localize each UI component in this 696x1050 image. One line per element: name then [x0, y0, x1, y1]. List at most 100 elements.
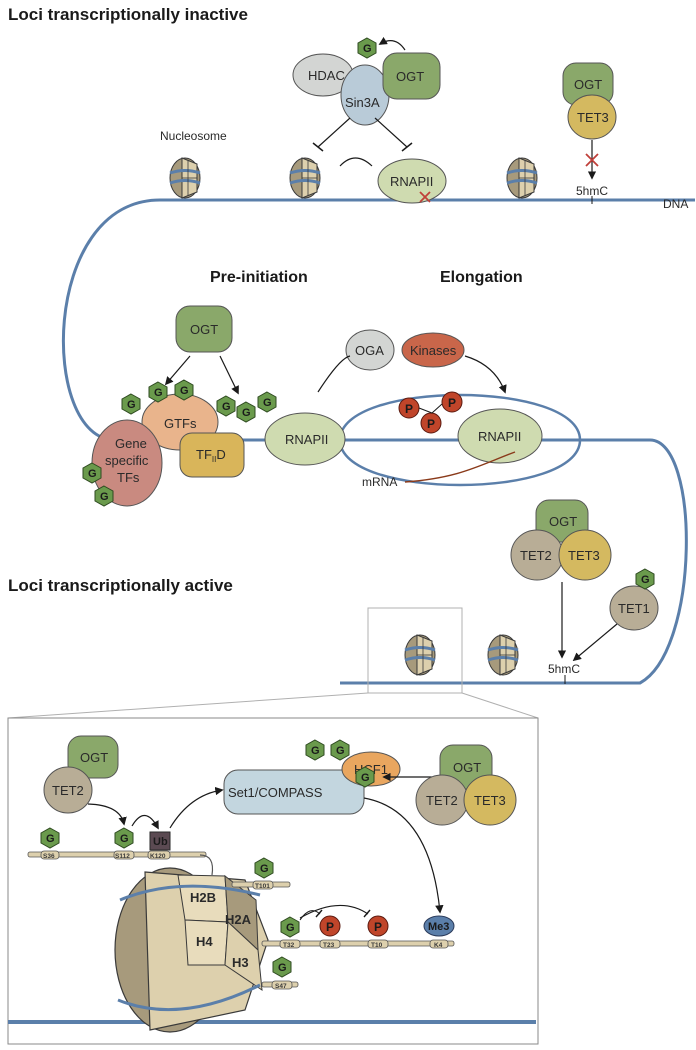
s47-site	[271, 980, 293, 990]
glcnac-sin3a	[357, 37, 377, 59]
inhibit-t23-bar	[315, 909, 323, 918]
inhibit-line-right	[374, 117, 408, 148]
rnapii-preinit-label: RNAPII	[285, 432, 328, 447]
glcnac-s36-label: G	[46, 833, 55, 845]
svg-text:K120: K120	[150, 853, 166, 860]
svg-text:G: G	[180, 385, 189, 397]
glcnac-s36	[40, 827, 60, 849]
methyl-k4	[423, 915, 455, 937]
dna-label: DNA	[663, 197, 688, 211]
glcnac-group-hcf1: G G G	[305, 739, 375, 788]
svg-text:G: G	[222, 401, 231, 413]
hmc-bottom-label: 5hmC	[548, 662, 580, 676]
svg-text:T32: T32	[283, 942, 295, 949]
inhibit-t10-bar	[363, 909, 371, 918]
glcnac-sin3a-label: G	[363, 43, 372, 55]
rnapii-tail-top	[339, 157, 373, 167]
svg-text:T23: T23	[323, 942, 335, 949]
inhibit-t10	[299, 904, 369, 919]
phospho-t10-label: P	[374, 920, 382, 934]
phospho-t10	[367, 915, 389, 937]
glcnac-t32	[280, 916, 300, 938]
header-inactive: Loci transcriptionally inactive	[8, 5, 248, 24]
inhibit-bar-right	[401, 142, 413, 152]
header-active: Loci transcriptionally active	[8, 576, 233, 595]
glcnac-s47	[272, 956, 292, 978]
dna-bubble	[338, 393, 582, 487]
h2b-label: H2B	[190, 890, 216, 905]
h2a-label: H2A	[225, 912, 252, 927]
nucleosome-label: Nucleosome	[160, 129, 227, 143]
svg-text:G: G	[127, 399, 136, 411]
nucleosome-active-2	[486, 633, 520, 677]
rnapii-elong-label: RNAPII	[478, 429, 521, 444]
rnapii-elong	[457, 408, 543, 464]
rnapii-preinit	[264, 412, 346, 466]
sin3a-label: Sin3A	[345, 95, 380, 110]
ogt-label-active: OGT	[549, 514, 577, 529]
tet3-shape-top	[567, 94, 617, 140]
tet3-label-top: TET3	[577, 110, 609, 125]
tet3-label-active: TET3	[568, 548, 600, 563]
tet2-label-active: TET2	[520, 548, 552, 563]
svg-text:G: G	[336, 745, 345, 757]
phospho-group-elong: P P P	[398, 391, 463, 434]
tfiid-shape	[179, 432, 245, 478]
tet3-label-zoom-right: TET3	[474, 793, 506, 808]
zoom-line-left	[7, 692, 369, 719]
inhibit-line-left	[317, 117, 351, 148]
oga-arrow-left	[317, 355, 351, 393]
tet1-shape	[609, 585, 659, 631]
header-preinitiation: Pre-initiation	[210, 269, 308, 286]
svg-text:G: G	[242, 407, 251, 419]
tet2-shape-zoom-left	[43, 766, 93, 814]
ogt-shape-zoom-left	[67, 735, 119, 779]
glcnac-tet1	[635, 568, 655, 590]
h4-label: H4	[196, 934, 213, 949]
gtfs-label: GTFs	[164, 416, 197, 431]
tet2-to-s112-arrow	[87, 803, 127, 826]
set1-to-k4-arrow	[363, 797, 444, 914]
glcnac-t32-label: G	[286, 922, 295, 934]
ogt-label-preinit: OGT	[190, 322, 218, 337]
zoom-line-right	[461, 692, 539, 719]
kinases-arrow	[464, 355, 507, 394]
h2b-tail-connector	[199, 854, 214, 876]
gene-tfs-label-3: TFs	[117, 470, 140, 485]
tet1-arrow	[572, 623, 618, 662]
ogt-to-sin3a-arrow	[378, 36, 406, 51]
svg-text:P: P	[427, 417, 435, 431]
block-cross-tet3	[585, 153, 599, 167]
dna-strand-middle	[170, 438, 688, 685]
svg-text:G: G	[311, 745, 320, 757]
svg-text:S112: S112	[115, 853, 130, 860]
mrna-label: mRNA	[362, 475, 397, 489]
tfiid-label: TFIID	[196, 447, 226, 464]
s47-label: S47	[275, 983, 287, 990]
kinases-label: Kinases	[410, 343, 457, 358]
nucleosome-zoom	[114, 867, 269, 1033]
phospho-t23	[319, 915, 341, 937]
gene-tfs-label-1: Gene	[115, 436, 147, 451]
inhibit-t23	[299, 910, 321, 921]
glcnac-tet1-label: G	[641, 574, 650, 586]
nucleosome-active-1	[403, 633, 437, 677]
glcnac-s47-label: G	[278, 962, 287, 974]
kinases-shape	[401, 332, 465, 368]
ogt-shape-preinit	[175, 305, 233, 353]
glcnac-s112-label: G	[120, 833, 129, 845]
ogt-label-top: OGT	[396, 69, 424, 84]
set1-shape	[223, 769, 365, 815]
s112-to-ub-arrow	[131, 814, 159, 830]
t101-site	[252, 880, 274, 890]
gene-tfs-label-2: specific	[105, 453, 149, 468]
svg-text:S36: S36	[43, 853, 55, 860]
ogt-label-topright: OGT	[574, 77, 602, 92]
h3-label: H3	[232, 955, 249, 970]
svg-text:G: G	[88, 468, 97, 480]
ub-to-set1-arrow	[169, 786, 224, 829]
glcnac-t101-label: G	[260, 863, 269, 875]
svg-text:G: G	[361, 772, 370, 784]
oga-label: OGA	[355, 343, 384, 358]
